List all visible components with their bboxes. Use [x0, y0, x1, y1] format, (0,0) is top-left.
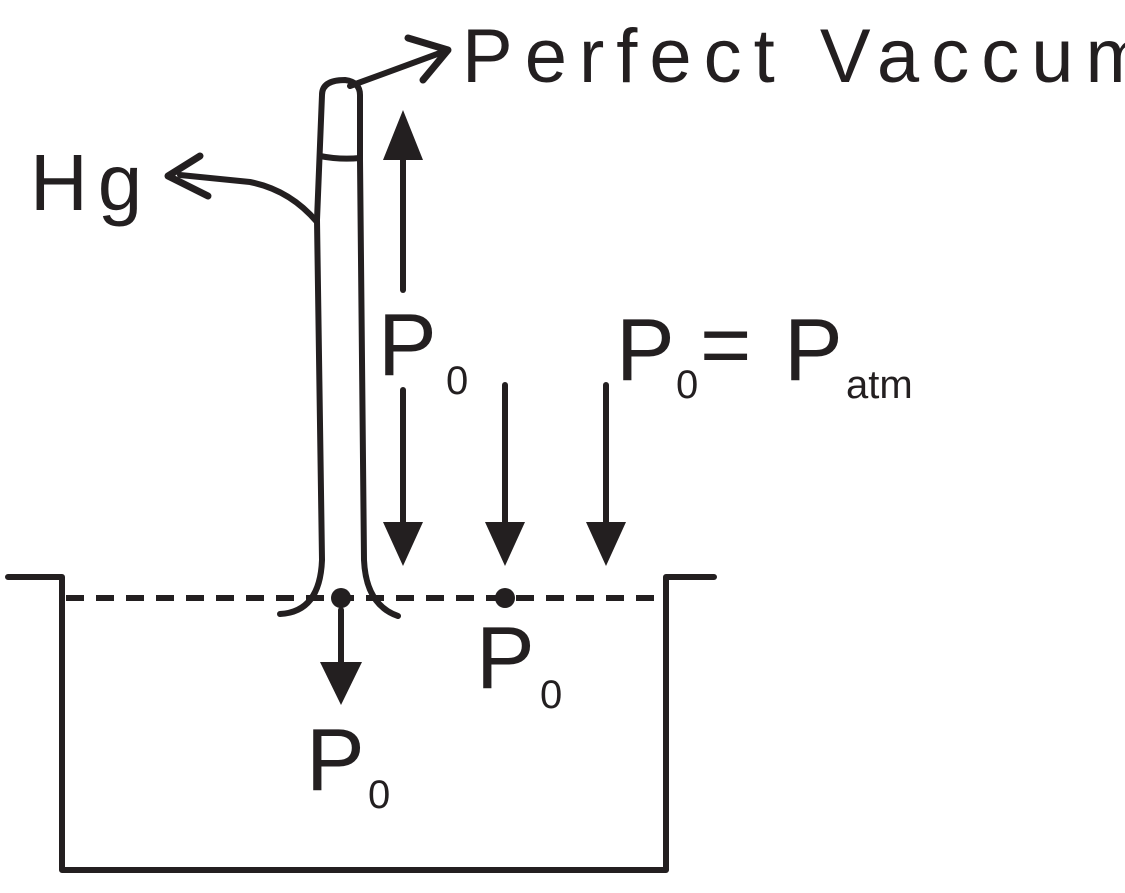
tube-outline [277, 77, 401, 619]
vacuum-pointer-line [347, 50, 443, 89]
atm-arrow-1-head [485, 522, 525, 566]
point-outside-tube [495, 588, 515, 608]
equation-right-symbol: P [784, 300, 843, 399]
mercury-label: Hg [30, 138, 152, 227]
equation-equals: = [700, 295, 751, 394]
hg-pointer-arrowhead [164, 152, 212, 200]
outside-point-pressure-symbol: P [476, 608, 535, 707]
mercury-trough [5, 574, 717, 873]
vacuum-pointer-arrowhead [404, 34, 452, 84]
inside-pressure-arrowhead [320, 662, 362, 705]
column-pressure-symbol: P [378, 295, 437, 394]
mercury-meniscus-line [317, 153, 363, 162]
equation-left-subscript: 0 [676, 363, 698, 407]
column-pressure-subscript: 0 [446, 359, 468, 403]
hg-pointer-line [177, 172, 320, 225]
outside-point-pressure-subscript: 0 [540, 673, 562, 717]
perfect-vacuum-label: Perfect Vaccum [462, 14, 1125, 99]
barometer-tube [277, 77, 401, 619]
inside-point-pressure-subscript: 0 [368, 773, 390, 817]
trough-outline [5, 574, 717, 873]
column-height-arrowhead-down [383, 522, 423, 566]
inside-point-pressure-symbol: P [306, 710, 365, 809]
atm-arrow-2-head [586, 522, 626, 566]
column-height-arrowhead-up [383, 110, 423, 160]
point-inside-tube [331, 588, 351, 608]
equation-left-symbol: P [616, 300, 675, 399]
equation-right-subscript: atm [846, 363, 913, 407]
